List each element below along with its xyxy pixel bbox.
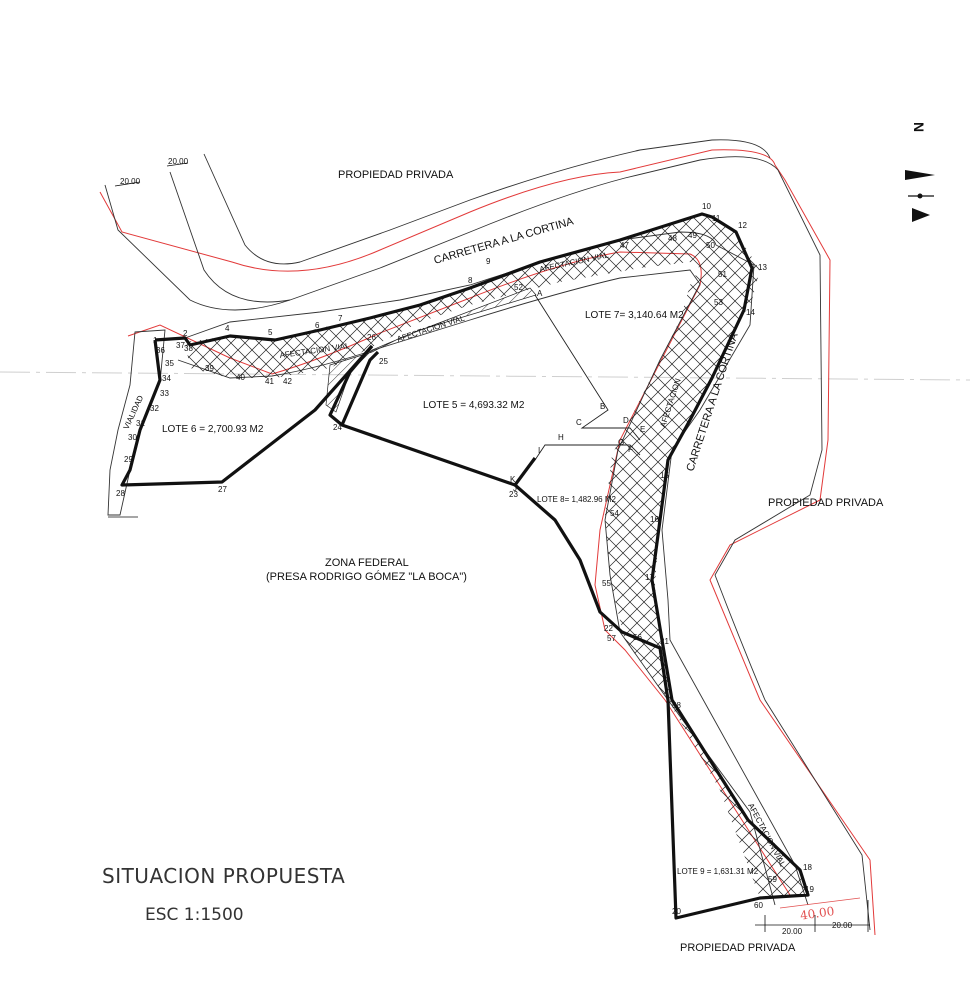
- vialidad-strip: [107, 329, 166, 516]
- vertex-label-15: 15: [660, 471, 669, 480]
- vertex-label-2: 2: [183, 329, 188, 338]
- vertex-label-52: 52: [514, 283, 523, 292]
- vertex-label-7: 7: [338, 314, 343, 323]
- vertex-label-e: E: [640, 425, 645, 434]
- vertex-label-k: K: [510, 475, 516, 484]
- vertex-label-48: 48: [668, 234, 677, 243]
- vertex-label-8: 8: [468, 276, 473, 285]
- label-presa: (PRESA RODRIGO GÓMEZ "LA BOCA"): [266, 570, 467, 583]
- vertex-label-38: 38: [184, 344, 193, 353]
- dim-20-d: 20.00: [832, 921, 853, 930]
- vertex-label-a: A: [537, 289, 543, 298]
- vertex-label-b: B: [600, 402, 605, 411]
- vertex-label-39: 39: [205, 364, 214, 373]
- vertex-label-12: 12: [738, 221, 747, 230]
- vertex-label-49: 49: [688, 231, 697, 240]
- vertex-label-g: G: [618, 438, 624, 447]
- label-propiedad-privada-top: PROPIEDAD PRIVADA: [338, 169, 454, 181]
- label-lote-7: LOTE 7= 3,140.64 M2: [585, 310, 684, 321]
- vertex-label-9: 9: [486, 257, 491, 266]
- vertex-label-29: 29: [124, 455, 133, 464]
- vertex-label-51: 51: [718, 270, 727, 279]
- vertex-label-32: 32: [150, 404, 159, 413]
- handwritten-dimension: 40.00: [799, 904, 835, 923]
- vertex-label-47: 47: [620, 241, 629, 250]
- vertex-label-18: 18: [803, 863, 812, 872]
- vertex-label-33: 33: [160, 389, 169, 398]
- vertex-label-i: I: [538, 446, 540, 455]
- scan-fold-line: [0, 371, 970, 381]
- lot-boundaries: [120, 212, 810, 920]
- label-lote-5: LOTE 5 = 4,693.32 M2: [423, 400, 525, 411]
- vertex-label-37: 37: [176, 341, 185, 350]
- vertex-label-14: 14: [746, 308, 755, 317]
- vertex-label-26: 26: [367, 333, 376, 342]
- vertex-label-57: 57: [607, 634, 616, 643]
- dim-20-c: 20.00: [782, 927, 803, 936]
- vertex-label-4: 4: [225, 324, 230, 333]
- vertex-label-30: 30: [128, 433, 137, 442]
- vertex-label-40: 40: [236, 373, 245, 382]
- label-lote-6: LOTE 6 = 2,700.93 M2: [162, 424, 264, 435]
- afectacion-vial-band: [185, 214, 808, 898]
- vertex-label-16: 16: [650, 515, 659, 524]
- vertex-label-25: 25: [379, 357, 388, 366]
- vertex-label-1: 1: [153, 336, 158, 345]
- vertex-label-20: 20: [672, 907, 681, 916]
- vertex-label-13: 13: [758, 263, 767, 272]
- vertex-label-c: C: [576, 418, 582, 427]
- dimension-lines: [108, 162, 870, 932]
- vertex-label-5: 5: [268, 328, 273, 337]
- vertex-label-60: 60: [754, 901, 763, 910]
- vertex-label-42: 42: [283, 377, 292, 386]
- svg-text:N: N: [911, 122, 927, 132]
- vertex-label-17: 17: [645, 573, 654, 582]
- vertex-label-59: 59: [768, 875, 777, 884]
- vertex-label-55: 55: [602, 579, 611, 588]
- vertex-label-41: 41: [265, 377, 274, 386]
- vertex-label-21: 21: [660, 637, 669, 646]
- north-arrow-icon: N: [905, 122, 935, 222]
- vertex-label-56: 56: [633, 633, 642, 642]
- vertex-label-6: 6: [315, 321, 320, 330]
- label-propiedad-privada-right: PROPIEDAD PRIVADA: [768, 497, 884, 509]
- vertex-label-28: 28: [116, 489, 125, 498]
- vertex-label-22: 22: [604, 624, 613, 633]
- vertex-label-34: 34: [162, 374, 171, 383]
- vertex-label-11: 11: [712, 214, 721, 223]
- vertex-label-58: 58: [672, 701, 681, 710]
- dim-20-b: 20.00: [168, 157, 189, 166]
- vertex-label-54: 54: [610, 509, 619, 518]
- label-propiedad-privada-bottom: PROPIEDAD PRIVADA: [680, 942, 796, 954]
- dim-20-a: 20.00: [120, 177, 141, 186]
- vertex-label-36: 36: [156, 346, 165, 355]
- label-lote-8: LOTE 8= 1,482.96 M2: [537, 495, 616, 504]
- vertex-label-j: J: [513, 484, 517, 493]
- vertex-label-f: F: [628, 445, 633, 454]
- vertex-label-53: 53: [714, 298, 723, 307]
- drawing-title: SITUACION PROPUESTA: [102, 864, 345, 888]
- vertex-label-23: 23: [509, 490, 518, 499]
- vertex-label-d: D: [623, 416, 629, 425]
- vertex-label-24: 24: [333, 423, 342, 432]
- vertex-label-27: 27: [218, 485, 227, 494]
- label-zona-federal: ZONA FEDERAL: [325, 557, 409, 569]
- label-lote-9: LOTE 9 = 1,631.31 M2: [677, 867, 759, 876]
- vertex-label-19: 19: [805, 885, 814, 894]
- vertex-label-50: 50: [706, 241, 715, 250]
- vertex-label-35: 35: [165, 359, 174, 368]
- vertex-label-10: 10: [702, 202, 711, 211]
- drawing-scale: ESC 1:1500: [145, 905, 244, 925]
- vertex-label-h: H: [558, 433, 564, 442]
- vertex-label-31: 31: [136, 419, 145, 428]
